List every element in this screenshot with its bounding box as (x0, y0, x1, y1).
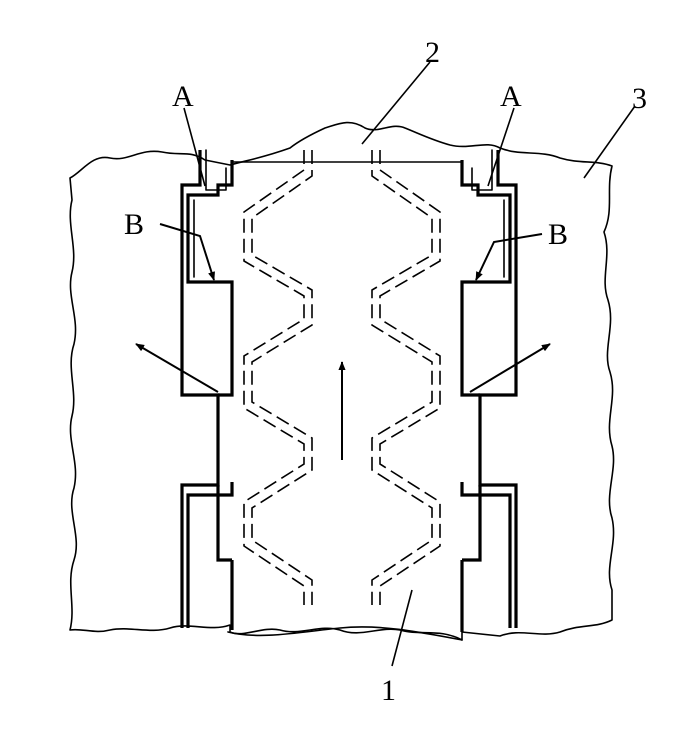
leader-b-right (475, 233, 543, 281)
right-wall-lower (460, 482, 512, 628)
right-wall-inner (460, 160, 512, 397)
left-wall-outer (180, 150, 220, 628)
left-zigzag-inner (243, 150, 305, 605)
label-a-left: A (172, 80, 194, 113)
right-zigzag-outer (371, 150, 433, 605)
leader-3 (583, 105, 636, 179)
right-zigzag-inner (379, 150, 441, 605)
left-wall-inner (186, 160, 234, 397)
left-wall-liner (193, 149, 227, 278)
flow-arrow-right (469, 343, 551, 393)
left-zigzag-outer (251, 150, 313, 605)
label-a-right: A (500, 80, 522, 113)
right-step-low (462, 485, 482, 562)
label-body-3: 3 (632, 82, 647, 115)
leader-1 (391, 589, 413, 667)
leader-a-right (487, 107, 515, 187)
body-outline (69, 121, 615, 641)
right-wall-liner (471, 149, 505, 278)
channel-bottom-edge (227, 626, 463, 641)
label-insert-2: 2 (425, 36, 440, 69)
leader-b-left (159, 223, 215, 281)
label-channel-1: 1 (381, 674, 396, 707)
left-step-low (216, 485, 232, 562)
label-b-right: B (548, 218, 568, 251)
label-b-left: B (124, 208, 144, 241)
right-wall-outer (478, 150, 518, 628)
left-wall-lower (186, 482, 234, 628)
leader-a-left (183, 107, 206, 187)
leader-2 (361, 61, 431, 145)
flow-arrow-left (135, 343, 219, 393)
